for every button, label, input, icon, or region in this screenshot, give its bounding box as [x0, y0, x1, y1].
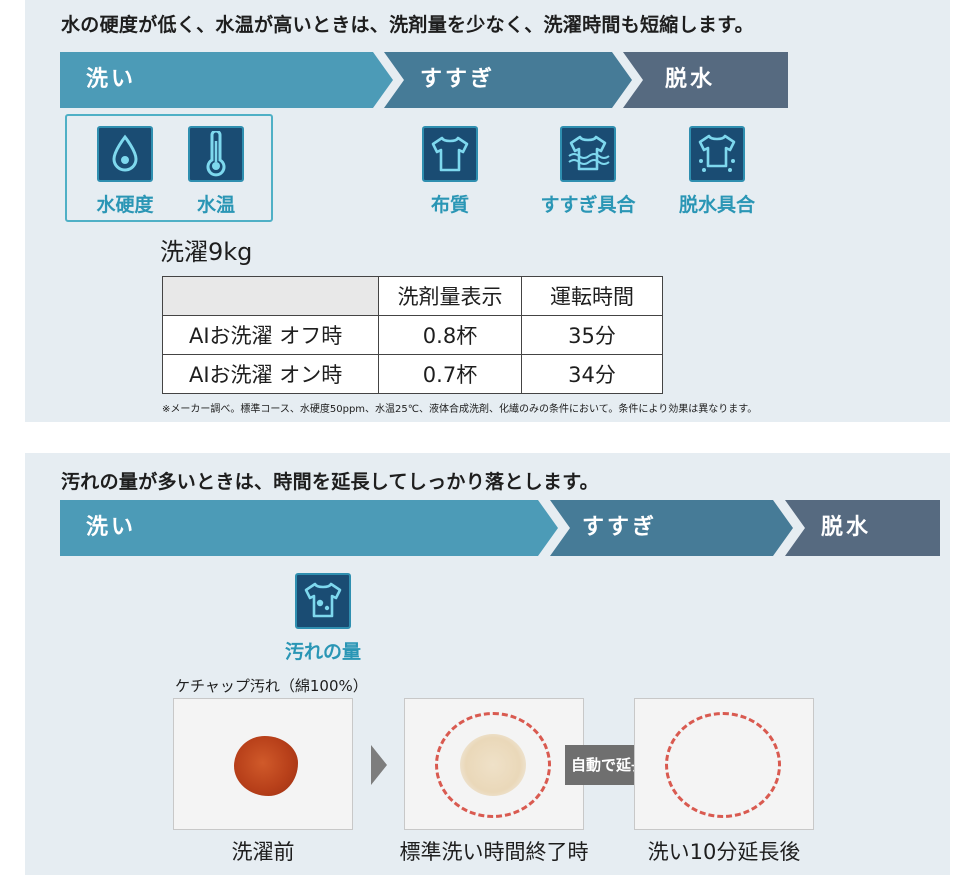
step-wash-label: 洗い [86, 515, 137, 540]
table-cell: AIお洗濯 オフ時 [162, 315, 379, 355]
table-header-cell: 洗剤量表示 [378, 276, 522, 316]
result-table: 洗剤量表示 運転時間 AIお洗濯 オフ時 0.8杯 35分 AIお洗濯 オン時 … [162, 276, 663, 394]
swatch-caption: ケチャップ汚れ（綿100%） [175, 677, 368, 695]
step-wash: 洗い [60, 52, 393, 108]
dashed-circle [435, 712, 551, 818]
table-cell: 0.8杯 [378, 315, 522, 355]
step-spin-label: 脱水 [665, 67, 716, 92]
sensor-fabric: 布質 [400, 126, 500, 217]
sensor-label: 水温 [196, 194, 235, 216]
step-spin: 脱水 [785, 500, 940, 556]
footnote: ※メーカー調べ。標準コース、水硬度50ppm、水温25℃、液体合成洗剤、化繊のみ… [162, 404, 758, 415]
sensor-label: 布質 [430, 194, 469, 216]
sensor-label: 汚れの量 [284, 641, 361, 663]
headline: 水の硬度が低く、水温が高いときは、洗剤量を少なく、洗濯時間も短縮します。 [61, 14, 754, 36]
table-header-row: 洗剤量表示 運転時間 [162, 276, 663, 316]
table-row: AIお洗濯 オフ時 0.8杯 35分 [162, 315, 663, 355]
step-rinse-label: すすぎ [582, 515, 658, 540]
photo-standard-wash [404, 698, 584, 830]
table-cell: 0.7杯 [378, 354, 522, 394]
step-spin-label: 脱水 [821, 515, 872, 540]
spin-shirt-icon [689, 126, 745, 182]
step-spin: 脱水 [623, 52, 788, 108]
shirt-icon [422, 126, 478, 182]
table-header-cell: 運転時間 [521, 276, 663, 316]
headline: 汚れの量が多いときは、時間を延長してしっかり落とします。 [61, 471, 599, 493]
stained-shirt-icon [295, 573, 351, 629]
sensor-panel-bottom: 汚れの量が多いときは、時間を延長してしっかり落とします。 洗い すすぎ 脱水 汚… [25, 453, 950, 875]
photo-before-wash [173, 698, 353, 830]
wash-sensor-group [65, 114, 273, 222]
table-header-cell [162, 276, 379, 316]
ketchup-stain [234, 736, 298, 796]
thermometer-icon [188, 126, 244, 182]
step-rinse-label: すすぎ [420, 67, 496, 92]
rinse-shirt-icon [560, 126, 616, 182]
photo-caption: 標準洗い時間終了時 [399, 840, 589, 864]
step-wash: 洗い [60, 500, 558, 556]
sensor-water-hardness: 水硬度 [75, 126, 175, 217]
step-rinse: すすぎ [550, 500, 793, 556]
sensor-label: 脱水具合 [678, 194, 755, 216]
sensor-rinse: すすぎ具合 [536, 126, 640, 217]
sensor-panel-top: 水の硬度が低く、水温が高いときは、洗剤量を少なく、洗濯時間も短縮します。 洗い … [25, 0, 950, 422]
sensor-label: 水硬度 [96, 194, 154, 216]
photo-caption: 洗い10分延長後 [647, 840, 801, 864]
step-rinse: すすぎ [384, 52, 632, 108]
sensor-soil-amount: 汚れの量 [273, 573, 373, 664]
table-row: AIお洗濯 オン時 0.7杯 34分 [162, 354, 663, 394]
step-wash-label: 洗い [86, 67, 137, 92]
table-cell: AIお洗濯 オン時 [162, 354, 379, 394]
table-cell: 35分 [521, 315, 663, 355]
table-cell: 34分 [521, 354, 663, 394]
arrow-right-icon [371, 745, 387, 785]
sensor-spin: 脱水具合 [667, 126, 767, 217]
load-label: 洗濯9kg [160, 238, 253, 266]
photo-caption: 洗濯前 [231, 840, 295, 864]
sensor-label: すすぎ具合 [540, 194, 636, 216]
dashed-circle [665, 712, 781, 818]
water-drop-icon [97, 126, 153, 182]
photo-extended-wash [634, 698, 814, 830]
sensor-water-temp: 水温 [166, 126, 266, 217]
